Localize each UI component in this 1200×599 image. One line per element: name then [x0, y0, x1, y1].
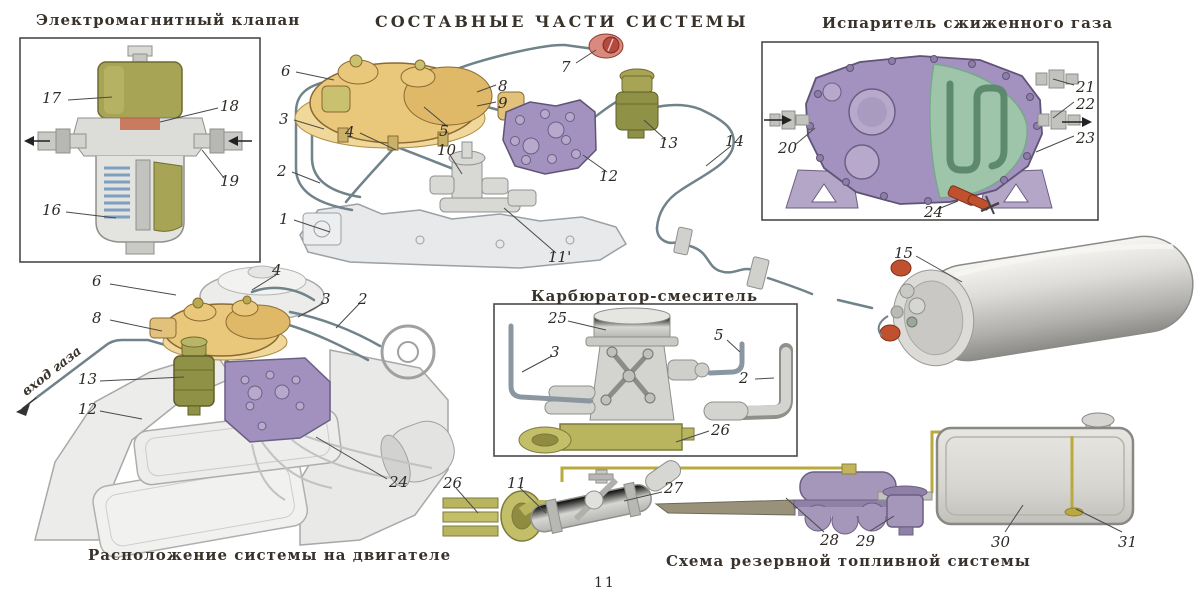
- label-carb-5: 5: [714, 326, 724, 344]
- drain-valve: [947, 185, 1000, 215]
- flow-arrow-right: [228, 136, 252, 146]
- label-carb-2: 2: [739, 369, 749, 387]
- label-components-8: 8: [498, 77, 508, 95]
- leader-lines: [65, 49, 1123, 533]
- label-cylinder-15: 15: [894, 244, 914, 262]
- label-reserve-31: 31: [1118, 533, 1138, 551]
- label-components-3: 3: [279, 110, 289, 128]
- label-engine-13: 13: [78, 370, 98, 388]
- label-engine-24: 24: [389, 473, 409, 491]
- label-evaporator-23: 23: [1076, 129, 1096, 147]
- label-evaporator-22: 22: [1076, 95, 1096, 113]
- label-reserve-27: 27: [664, 479, 684, 497]
- evaporator-drawing: [761, 41, 1099, 221]
- label-components-7: 7: [561, 58, 571, 76]
- flow-arrow-left: [24, 136, 50, 146]
- label-engine-4: 4: [272, 261, 282, 279]
- label-reserve-26: 26: [443, 474, 463, 492]
- page-number: 11: [594, 575, 616, 591]
- label-reserve-11: 11: [507, 474, 527, 492]
- gas-cylinder-drawing: [892, 235, 1194, 367]
- label-components-11: 11': [548, 248, 572, 266]
- label-components-6: 6: [281, 62, 291, 80]
- label-carb-3: 3: [550, 343, 560, 361]
- label-carb-25: 25: [548, 309, 568, 327]
- engine-layout-caption: Расположение системы на двигателе: [88, 546, 452, 564]
- label-carb-26: 26: [711, 421, 731, 439]
- label-engine-12: 12: [78, 400, 98, 418]
- label-components-5: 5: [439, 122, 449, 140]
- carburetor-mixer-drawing: [493, 303, 798, 457]
- label-engine-8: 8: [92, 309, 102, 327]
- label-components-14: 14: [725, 132, 745, 150]
- reserve-fuel-drawing: [442, 412, 1135, 542]
- carburetor-mixer-title: Карбюратор-смеситель: [531, 287, 759, 305]
- label-reserve-30: 30: [991, 533, 1011, 551]
- label-components-9: 9: [498, 94, 508, 112]
- evaporator-title: Испаритель сжиженного газа: [822, 14, 1114, 32]
- engine-drawing: [16, 265, 455, 558]
- label-engine-3: 3: [321, 290, 331, 308]
- system-components-drawing: [294, 33, 874, 310]
- label-engine-2: 2: [358, 290, 368, 308]
- label-reserve-28: 28: [820, 531, 840, 549]
- label-evaporator-21: 21: [1076, 78, 1096, 96]
- flow-arrow-in: [764, 115, 792, 125]
- label-solenoid-16: 16: [42, 201, 62, 219]
- flow-arrow-out: [1062, 117, 1092, 127]
- system-components-title: СОСТАВНЫЕ ЧАСТИ СИСТЕМЫ: [375, 12, 749, 31]
- label-components-13: 13: [659, 134, 679, 152]
- label-engine-6: 6: [92, 272, 102, 290]
- solenoid-valve-drawing: [19, 37, 261, 263]
- reserve-fuel-caption: Схема резервной топливной системы: [666, 552, 1031, 570]
- solenoid-valve-title: Электромагнитный клапан: [36, 11, 301, 29]
- label-reserve-29: 29: [856, 532, 876, 550]
- label-solenoid-19: 19: [220, 172, 240, 190]
- label-evaporator-20: 20: [778, 139, 798, 157]
- label-components-1: 1: [279, 210, 289, 228]
- label-solenoid-18: 18: [220, 97, 240, 115]
- label-components-4: 4: [345, 123, 355, 141]
- label-evaporator-24: 24: [924, 203, 944, 221]
- label-solenoid-17: 17: [42, 89, 62, 107]
- cylinder-valves: [877, 259, 926, 342]
- label-components-10: 10: [437, 141, 457, 159]
- label-components-12: 12: [599, 167, 619, 185]
- label-components-2: 2: [277, 162, 287, 180]
